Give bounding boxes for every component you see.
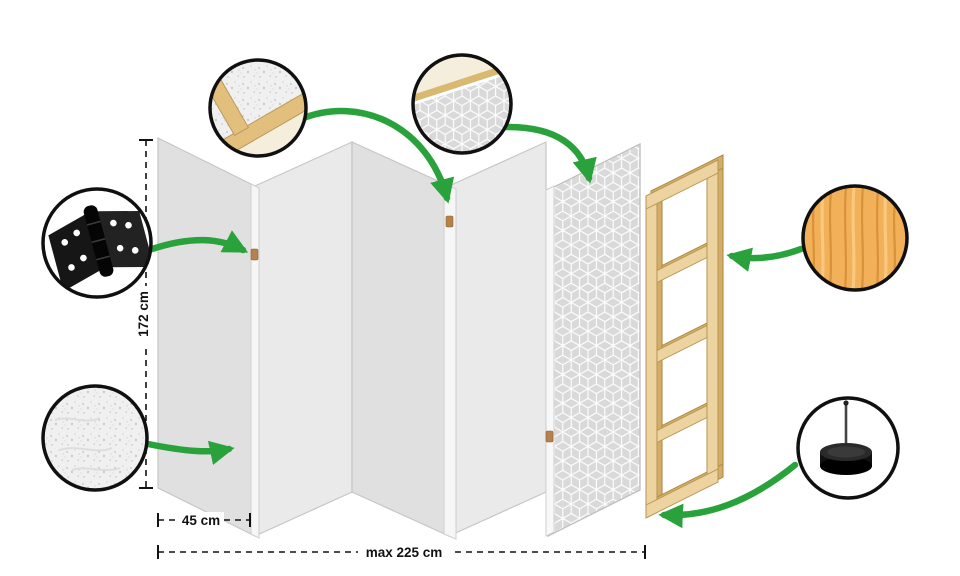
- patterned-panel: [547, 143, 641, 537]
- hinge-marker: [545, 430, 554, 443]
- hinge-icon: [48, 205, 150, 292]
- dimension-panel-width: 45 cm: [157, 512, 251, 528]
- arrow-to-frame-corner: [297, 107, 455, 204]
- panel-edge-strip: [250, 183, 260, 539]
- panel-4: [448, 141, 547, 537]
- panel-width-label: 45 cm: [182, 513, 220, 528]
- hinge-marker: [445, 215, 454, 228]
- panel-3: [351, 141, 450, 537]
- panel-edge-strip: [443, 183, 457, 540]
- top-edge-callout: [411, 53, 513, 155]
- wooden-frame-front-face: [645, 159, 719, 519]
- fabric-callout: [41, 384, 149, 492]
- hinge-callout: [41, 187, 153, 299]
- wooden-frame: [645, 154, 724, 519]
- folding-panels: [157, 137, 547, 537]
- floor-protector-foot-icon: [820, 400, 872, 475]
- arrow-to-fabric: [144, 440, 235, 465]
- dimension-total-width: max 225 cm: [157, 543, 646, 560]
- arrow-to-hinge: [148, 230, 249, 254]
- callout-arrows: [144, 107, 805, 529]
- panel-1: [157, 137, 256, 537]
- arrow-to-foot: [658, 461, 799, 529]
- fabric-texture-icon: [44, 387, 146, 489]
- hinge-marker: [250, 248, 259, 261]
- pine-wood-callout: [801, 184, 909, 292]
- pine-wood-texture-icon: [804, 187, 906, 289]
- hinges: [250, 215, 554, 443]
- total-width-label: max 225 cm: [366, 545, 443, 560]
- arrow-to-panel-top-edge: [501, 123, 597, 184]
- panel-edge-pattern-icon: [414, 56, 510, 152]
- panel-2: [254, 141, 353, 537]
- arrow-to-wood-frame: [726, 245, 805, 272]
- height-label: 172 cm: [136, 291, 151, 337]
- floor-foot-callout: [796, 396, 900, 500]
- panel-edge-strip: [545, 185, 555, 537]
- panel-edges: [250, 183, 555, 540]
